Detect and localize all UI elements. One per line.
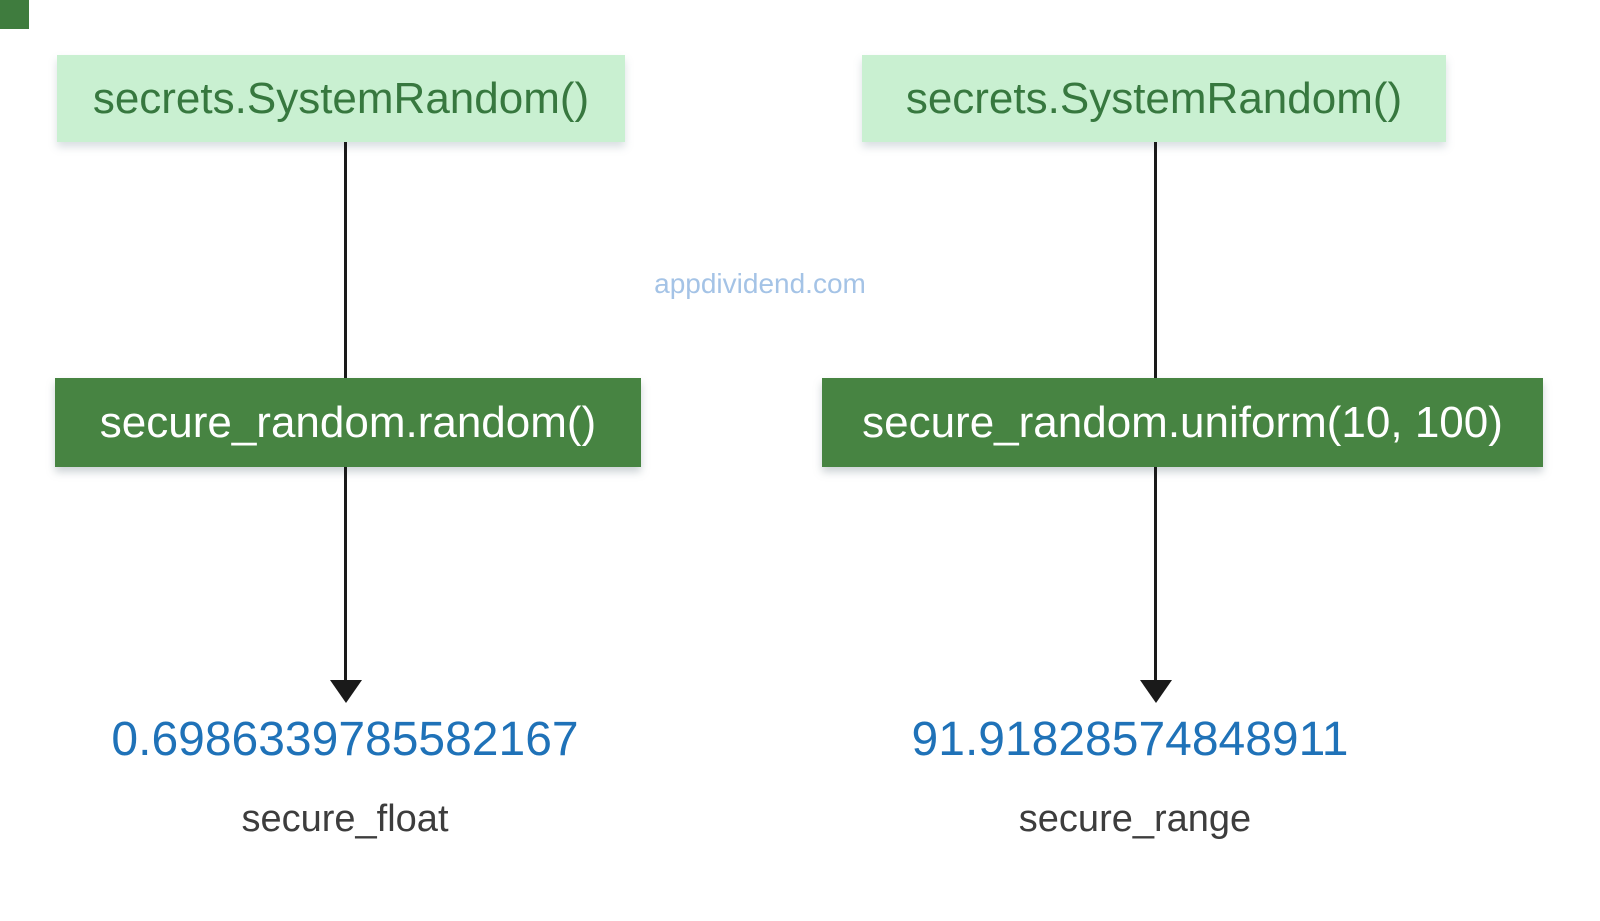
watermark: appdividend.com	[654, 268, 866, 299]
arrow-down-icon	[1140, 680, 1172, 703]
connector-line-left-top	[344, 142, 347, 378]
connector-line-right-bottom	[1154, 467, 1157, 682]
node-call-right: secure_random.uniform(10, 100)	[822, 378, 1543, 467]
corner-accent-square	[0, 0, 29, 29]
node-call-left: secure_random.random()	[55, 378, 641, 467]
node-source-right: secrets.SystemRandom()	[862, 55, 1446, 142]
result-value-right: 91.91828574848911	[911, 713, 1349, 766]
connector-line-right-top	[1154, 142, 1157, 378]
result-label-left: secure_float	[241, 798, 449, 840]
arrow-down-icon	[330, 680, 362, 703]
result-value-left: 0.6986339785582167	[111, 713, 579, 766]
node-source-left: secrets.SystemRandom()	[57, 55, 625, 142]
connector-line-left-bottom	[344, 467, 347, 682]
result-label-right: secure_range	[1018, 798, 1252, 840]
